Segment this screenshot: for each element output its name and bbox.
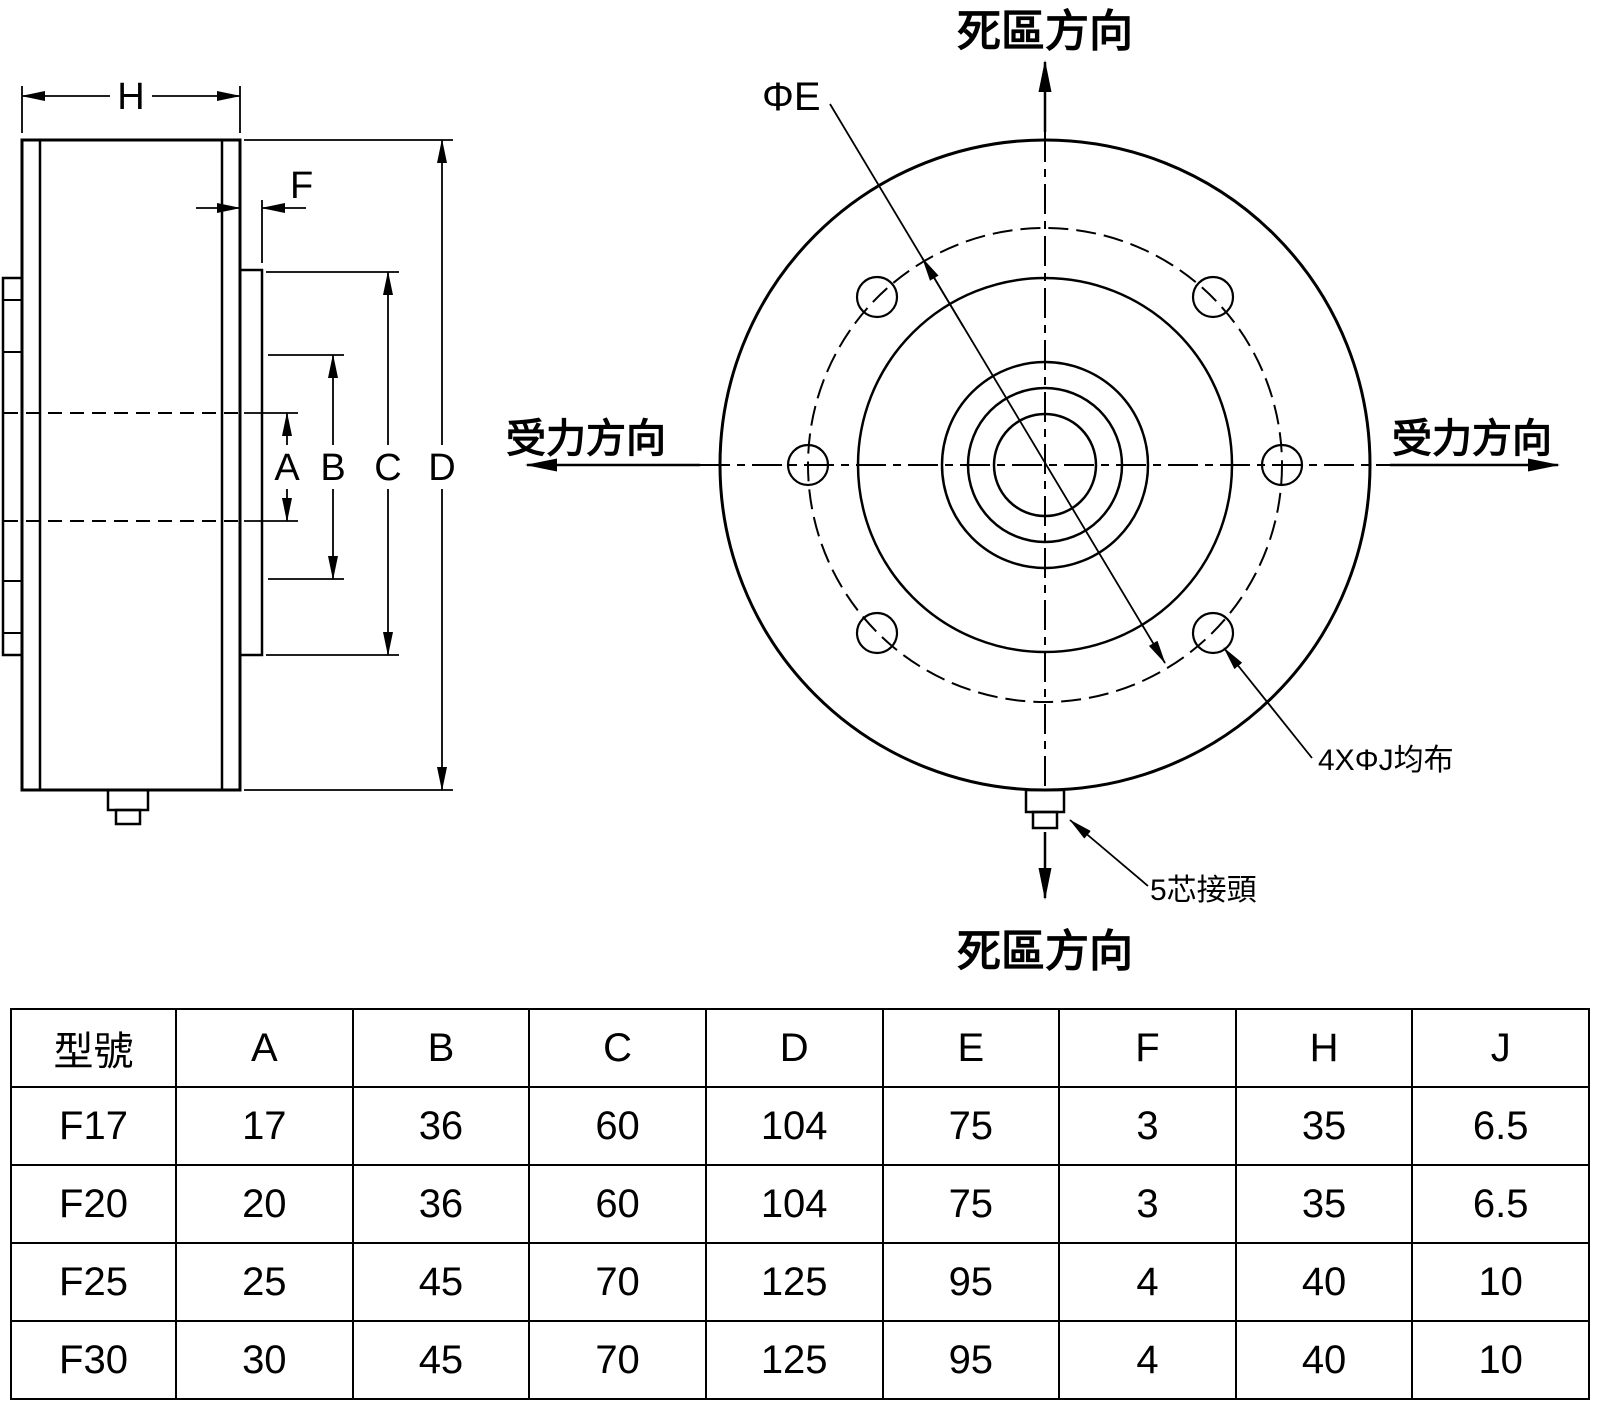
side-body-outline xyxy=(20,138,242,792)
dim-label-h: H xyxy=(117,76,144,118)
cell-value: 60 xyxy=(528,1086,707,1166)
dimension-table-grid: 型號 A B C D E F H J F17 17 36 60 104 75 3… xyxy=(10,1008,1590,1400)
cell-value: 6.5 xyxy=(1411,1086,1590,1166)
table-header-row: 型號 A B C D E F H J xyxy=(10,1008,1590,1088)
bolt-circle-dia-label: ΦE xyxy=(762,75,821,119)
dim-label-c: C xyxy=(374,447,401,489)
drawing-canvas: H F A B C D xyxy=(1,7,1560,976)
front-connector-base xyxy=(1024,788,1066,814)
cell-value: 95 xyxy=(881,1242,1061,1322)
table-row: F17 17 36 60 104 75 3 35 6.5 xyxy=(10,1086,1590,1166)
col-header-c: C xyxy=(528,1008,707,1088)
side-right-flange xyxy=(238,268,264,657)
dead-zone-label-bottom: 死區方向 xyxy=(957,927,1133,976)
cell-model: F25 xyxy=(10,1242,177,1322)
col-header-b: B xyxy=(351,1008,531,1088)
cell-value: 125 xyxy=(704,1320,884,1400)
cell-value: 4 xyxy=(1058,1242,1237,1322)
cell-value: 104 xyxy=(704,1086,884,1166)
cell-value: 60 xyxy=(528,1164,707,1244)
bolt-hole xyxy=(855,275,899,319)
cell-model: F30 xyxy=(10,1320,177,1400)
cell-value: 125 xyxy=(704,1242,884,1322)
bolt-hole xyxy=(855,611,899,655)
side-dimensions: H F A B C D xyxy=(21,76,456,791)
cell-value: 10 xyxy=(1411,1320,1590,1400)
cell-value: 17 xyxy=(175,1086,354,1166)
force-label-right: 受力方向 xyxy=(1392,417,1552,461)
cell-value: 70 xyxy=(528,1320,707,1400)
table-row: F25 25 45 70 125 95 4 40 10 xyxy=(10,1242,1590,1322)
dim-label-a: A xyxy=(274,447,300,489)
force-label-left: 受力方向 xyxy=(506,417,666,461)
side-connector-tip xyxy=(114,808,142,826)
cell-value: 30 xyxy=(175,1320,354,1400)
cell-value: 75 xyxy=(881,1164,1061,1244)
cell-value: 104 xyxy=(704,1164,884,1244)
connector-leader-line xyxy=(1069,819,1149,887)
connector-note-label: 5芯接頭 xyxy=(1150,874,1257,907)
cell-model: F17 xyxy=(10,1086,177,1166)
bolt-hole xyxy=(1191,611,1235,655)
col-header-e: E xyxy=(881,1008,1061,1088)
bolt-hole xyxy=(1191,275,1235,319)
front-connector-tip xyxy=(1031,810,1059,830)
cell-value: 70 xyxy=(528,1242,707,1322)
side-view xyxy=(1,138,264,826)
cell-value: 36 xyxy=(351,1164,531,1244)
cell-value: 4 xyxy=(1058,1320,1237,1400)
cell-value: 25 xyxy=(175,1242,354,1322)
cell-value: 95 xyxy=(881,1320,1061,1400)
cell-value: 45 xyxy=(351,1242,531,1322)
dim-label-d: D xyxy=(428,447,455,489)
col-header-d: D xyxy=(704,1008,884,1088)
table-row: F20 20 36 60 104 75 3 35 6.5 xyxy=(10,1164,1590,1244)
cell-value: 40 xyxy=(1234,1242,1414,1322)
col-header-model: 型號 xyxy=(10,1008,177,1088)
holes-note-label: 4XΦJ均布 xyxy=(1318,744,1454,777)
side-connector-base xyxy=(106,788,150,812)
cell-value: 20 xyxy=(175,1164,354,1244)
cell-value: 35 xyxy=(1234,1086,1414,1166)
dim-label-f: F xyxy=(290,165,313,207)
cell-value: 3 xyxy=(1058,1164,1237,1244)
front-annotations: ΦE 4XΦJ均布 5芯接頭 死區方向 死區方向 受力方向 受力方向 xyxy=(506,7,1552,976)
cell-model: F20 xyxy=(10,1164,177,1244)
front-view xyxy=(525,60,1560,900)
col-header-a: A xyxy=(175,1008,354,1088)
dimension-table: 型號 A B C D E F H J F17 17 36 60 104 75 3… xyxy=(10,1008,1590,1400)
side-left-bracket xyxy=(1,276,24,657)
cell-value: 75 xyxy=(881,1086,1061,1166)
bolt-circle-dia-arrow xyxy=(921,257,965,328)
col-header-h: H xyxy=(1234,1008,1414,1088)
table-row: F30 30 45 70 125 95 4 40 10 xyxy=(10,1320,1590,1400)
cell-value: 35 xyxy=(1234,1164,1414,1244)
col-header-j: J xyxy=(1411,1008,1590,1088)
cell-value: 45 xyxy=(351,1320,531,1400)
cell-value: 6.5 xyxy=(1411,1164,1590,1244)
bolt-circle-dia-line xyxy=(829,103,1166,664)
cell-value: 40 xyxy=(1234,1320,1414,1400)
holes-leader-line xyxy=(1223,647,1313,759)
cell-value: 3 xyxy=(1058,1086,1237,1166)
dead-zone-label-top: 死區方向 xyxy=(957,7,1133,56)
dim-label-b: B xyxy=(320,447,345,489)
col-header-f: F xyxy=(1058,1008,1237,1088)
cell-value: 36 xyxy=(351,1086,531,1166)
cell-value: 10 xyxy=(1411,1242,1590,1322)
